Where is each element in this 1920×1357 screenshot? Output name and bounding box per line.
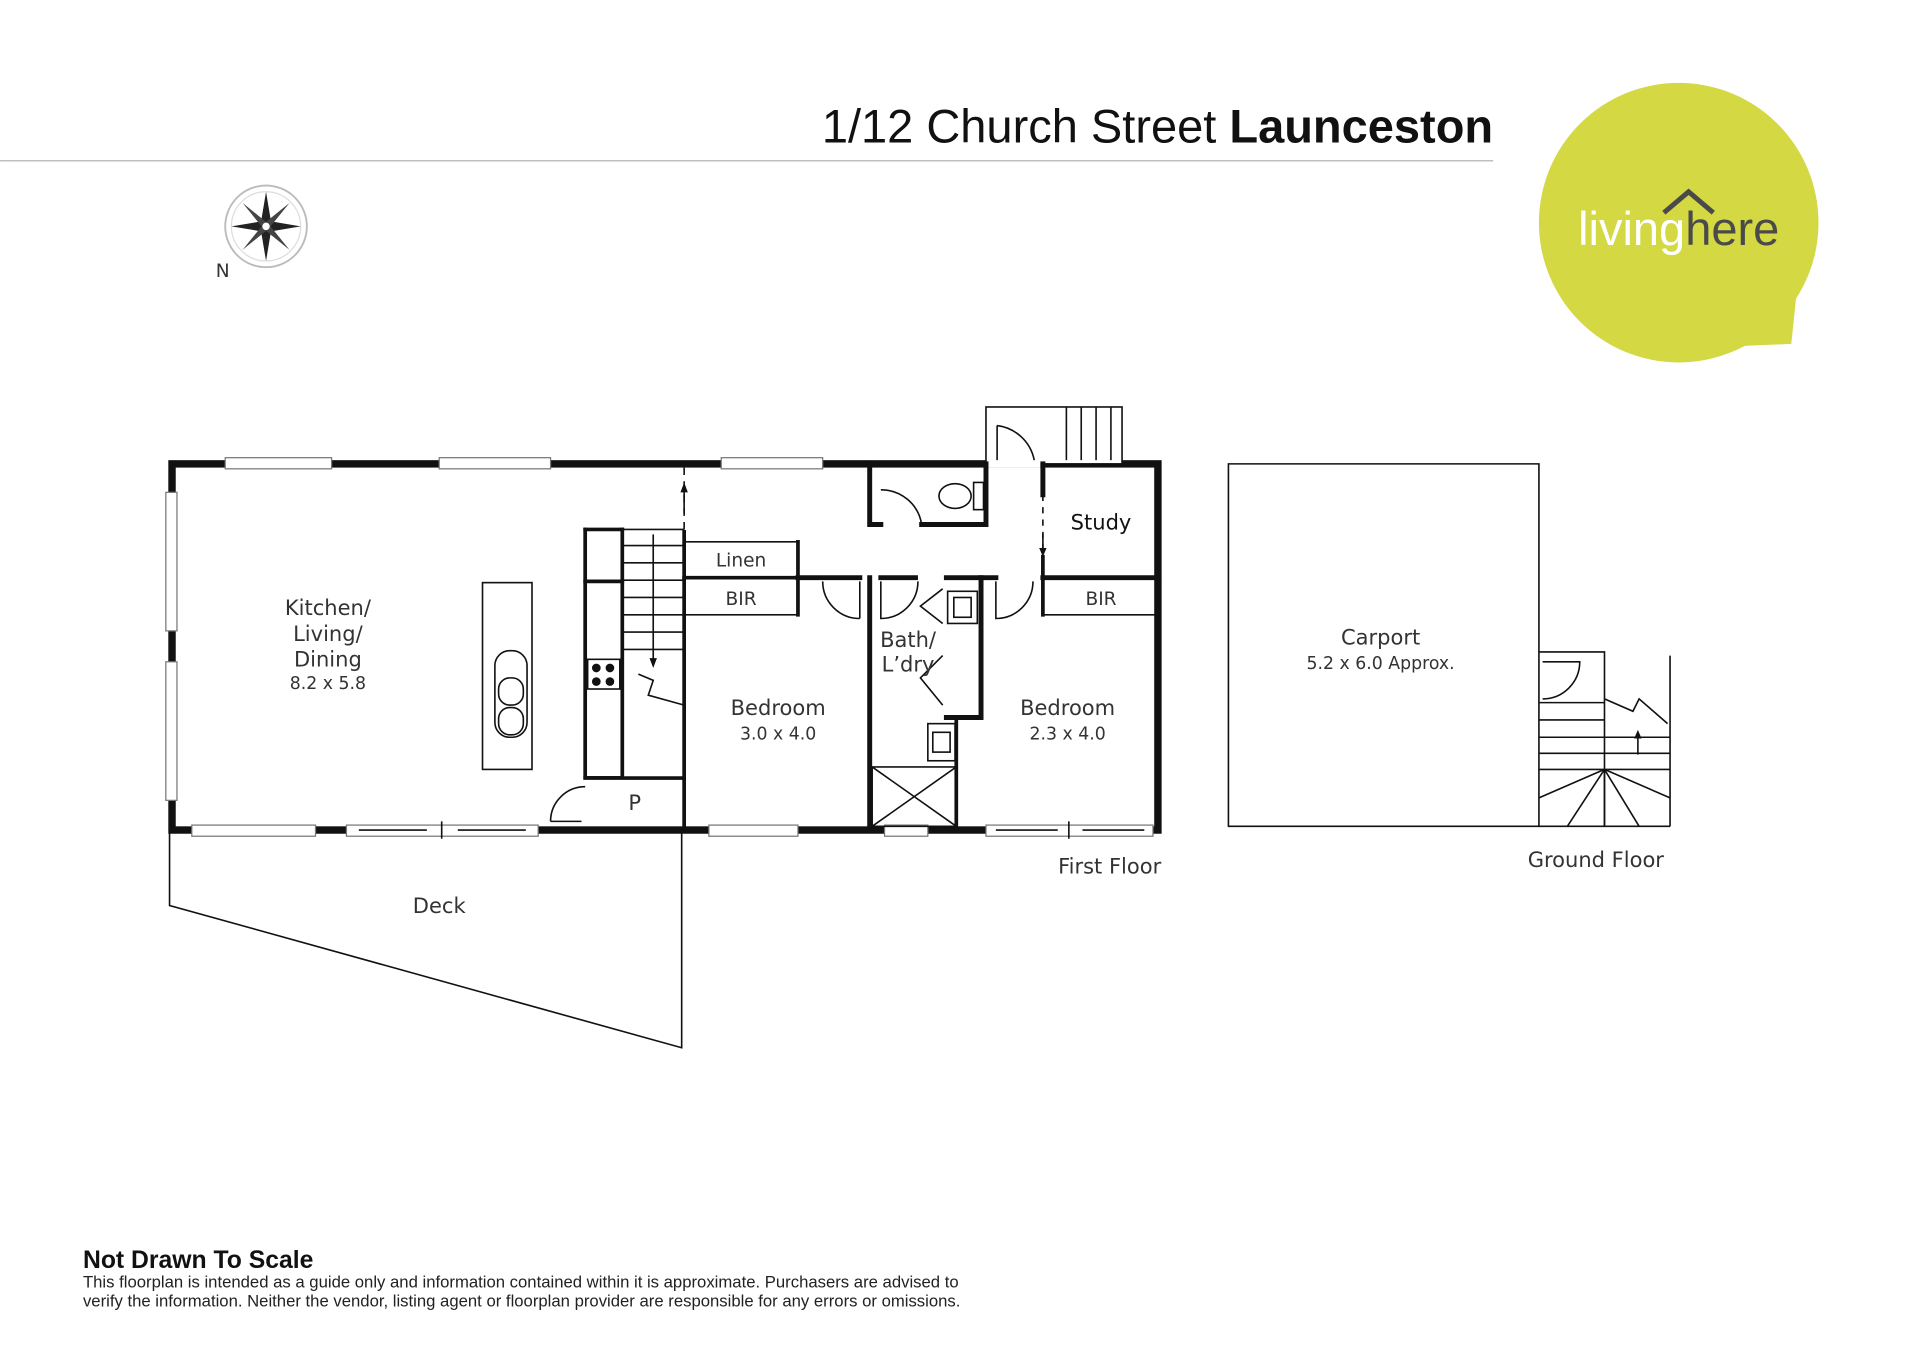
ground-floor-plan [1227, 463, 1671, 828]
cooktop-icon [586, 658, 621, 690]
first-floor-walls [165, 406, 1162, 839]
kitchen-label: Kitchen/ [285, 595, 372, 620]
bedroom1-size: 3.0 x 4.0 [740, 725, 816, 745]
disclaimer-line-2: verify the information. Neither the vend… [83, 1291, 960, 1310]
address-street: 1/12 Church Street [822, 99, 1230, 152]
svg-text:livinghere: livinghere [1578, 202, 1779, 255]
livinghere-logo: livinghere [1538, 82, 1819, 363]
ground-floor-label: Ground Floor [1528, 847, 1665, 872]
laundry-label: L’dry [882, 652, 935, 677]
bir1-label: BIR [726, 589, 757, 610]
deck-outline [168, 830, 683, 1049]
deck-label: Deck [413, 893, 467, 918]
disclaimer-title: Not Drawn To Scale [83, 1247, 313, 1274]
north-compass-icon [224, 184, 308, 269]
kitchen-size: 8.2 x 5.8 [290, 674, 366, 694]
address-suburb: Launceston [1229, 99, 1493, 152]
kitchen-label-2: Living/ [293, 621, 363, 646]
bath-label: Bath/ [880, 627, 937, 652]
carport-label: Carport [1341, 624, 1420, 649]
study-label: Study [1071, 509, 1132, 534]
pantry-label: P [628, 790, 641, 815]
bir2-label: BIR [1085, 589, 1116, 610]
linen-label: Linen [716, 551, 766, 572]
first-floor-label: First Floor [1058, 853, 1162, 878]
kitchen-label-3: Dining [294, 647, 362, 672]
carport-size: 5.2 x 6.0 Approx. [1307, 654, 1455, 674]
disclaimer-line-1: This floorplan is intended as a guide on… [83, 1273, 959, 1292]
compass-north-label: N [216, 261, 230, 282]
property-address: 1/12 Church Street Launceston [822, 99, 1493, 152]
bedroom1-label: Bedroom [731, 695, 826, 720]
bedroom2-size: 2.3 x 4.0 [1029, 725, 1105, 745]
bedroom2-label: Bedroom [1020, 695, 1115, 720]
